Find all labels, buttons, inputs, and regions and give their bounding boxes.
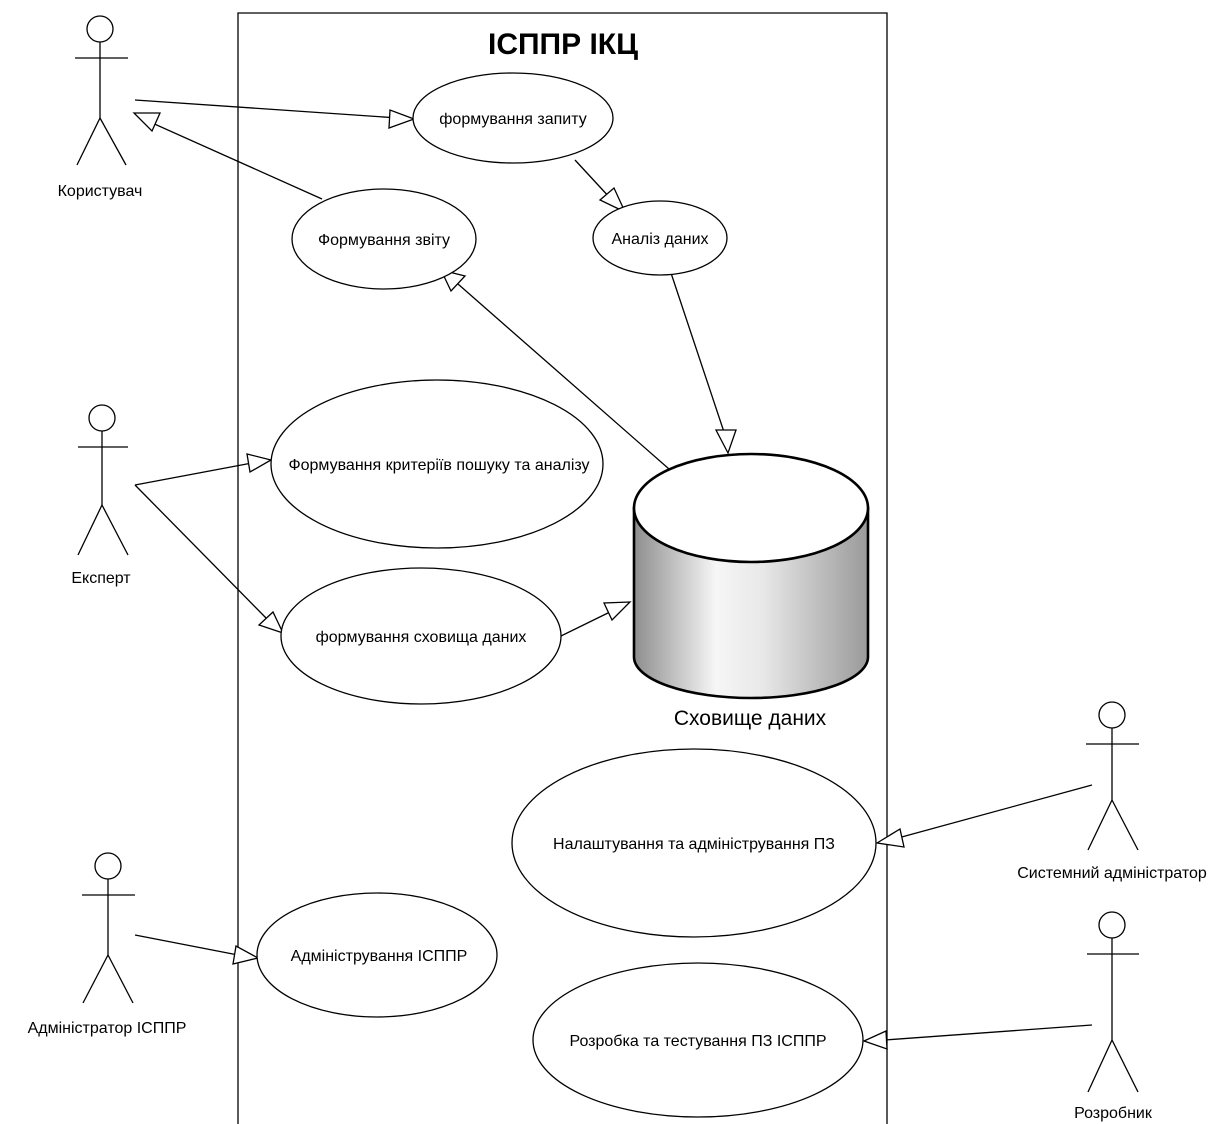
use-case-settings-admin[interactable]: Налаштування та адміністрування ПЗ [511,748,877,938]
assoc-admin-isppr [134,934,239,956]
use-case-dev-test[interactable]: Розробка та тестування ПЗ ІСППР [532,962,864,1118]
actor-developer-label: Розробник [1074,1105,1153,1122]
system-title: ІСППР ІКЦ [488,28,638,61]
use-case-request-label: формування запиту [439,111,586,128]
actor-user[interactable]: Користувач [58,15,143,200]
assoc-request-analysis [574,159,612,200]
use-case-settings-admin-label: Налаштування та адміністрування ПЗ [553,836,835,853]
use-case-request[interactable]: формування запиту [412,72,614,164]
database-cylinder[interactable]: Сховище даних [632,452,870,730]
use-case-warehouse-build[interactable]: формування сховища даних [280,567,562,705]
use-case-warehouse-build-label: формування сховища даних [316,629,527,646]
use-case-report[interactable]: Формування звіту [291,188,477,290]
assoc-warehouse-db [560,610,613,637]
assoc-analysis-db [669,269,725,433]
actor-admin-isppr[interactable]: Адміністратор ІСППР [28,852,187,1037]
actor-admin-isppr-figure-icon [82,852,135,1004]
assoc-user-request [134,99,399,119]
actor-user-label: Користувач [58,183,143,200]
assoc-sysadmin-settings [897,784,1093,839]
actor-user-figure-icon [75,15,128,166]
arrowhead-analysis [598,186,627,214]
arrowhead-isppr-admin [232,944,260,965]
actor-admin-isppr-label: Адміністратор ІСППР [28,1020,187,1037]
actor-sysadmin-label: Системний адміністратор [1017,865,1207,882]
assoc-developer-devtest [884,1024,1093,1041]
assoc-db-report [457,283,678,477]
use-case-criteria[interactable]: Формування критеріїв пошуку та аналізу [270,379,604,549]
use-case-analysis[interactable]: Аналіз даних [592,200,728,276]
arrowhead-warehouse-build [257,610,285,635]
use-case-criteria-label: Формування критеріїв пошуку та аналізу [288,457,589,474]
actor-sysadmin-figure-icon [1086,701,1139,851]
arrowhead-db [714,429,737,455]
assoc-report-user [149,121,323,200]
actor-developer[interactable]: Розробник [1074,911,1153,1122]
actor-expert[interactable]: Експерт [71,404,131,587]
assoc-expert-criteria [134,462,253,486]
arrowhead-user [132,112,162,133]
database-label: Сховище даних [674,707,827,730]
arrowhead-devtest [862,1030,888,1050]
assoc-expert-warehouse [134,484,269,621]
actor-developer-figure-icon [1087,911,1139,1093]
arrowhead-settings [875,827,905,848]
system-boundary: ІСППР ІКЦ [237,12,888,1124]
use-case-analysis-label: Аналіз даних [611,231,708,248]
actor-expert-figure-icon [77,404,129,556]
use-case-isppr-admin-label: Адміністрування ІСППР [291,948,468,965]
arrowhead-db-2 [602,601,632,622]
arrowhead-request [388,109,416,129]
arrowhead-criteria [246,453,273,474]
use-case-dev-test-label: Розробка та тестування ПЗ ІСППР [569,1033,826,1050]
actor-expert-label: Експерт [71,570,131,587]
use-case-report-label: Формування звіту [318,232,450,249]
use-case-isppr-admin[interactable]: Адміністрування ІСППР [256,892,498,1018]
actor-sysadmin[interactable]: Системний адміністратор [1017,701,1207,882]
